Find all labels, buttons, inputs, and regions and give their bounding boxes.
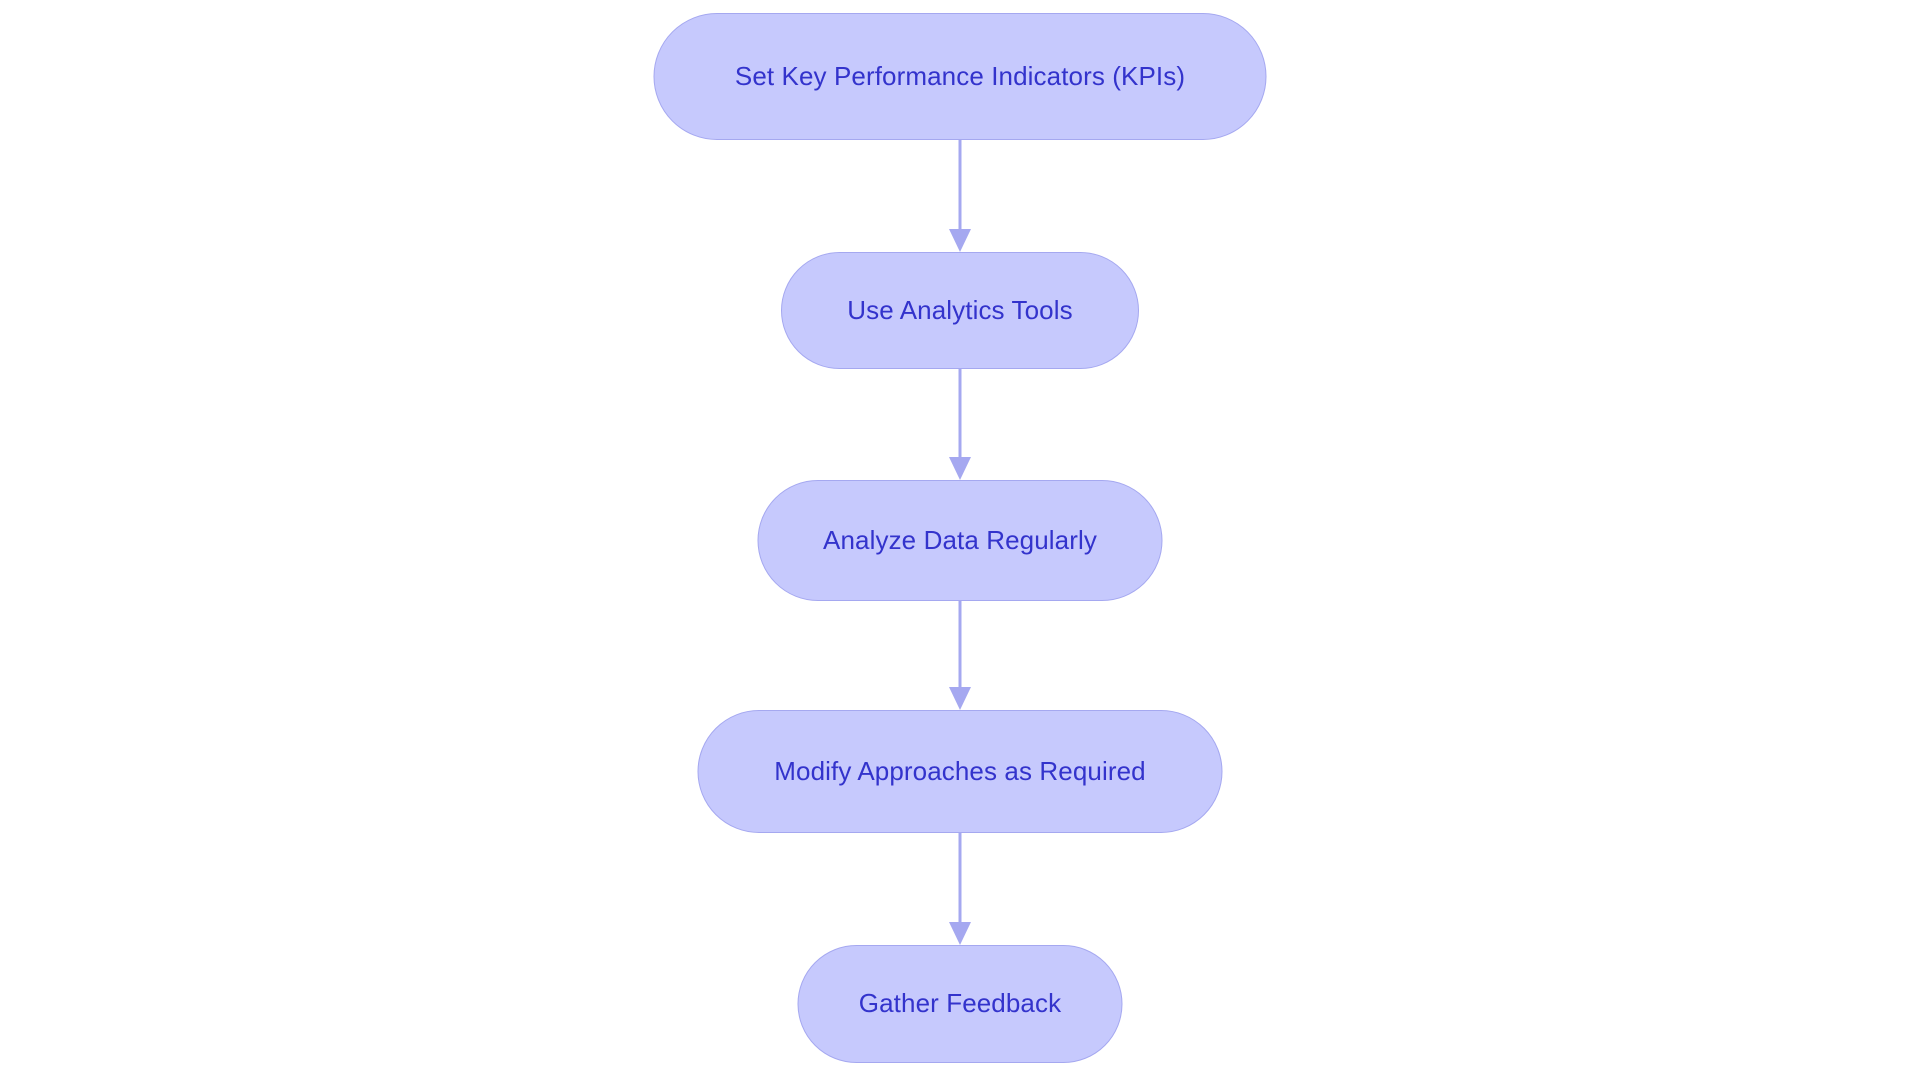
flow-node-kpis[interactable]: Set Key Performance Indicators (KPIs) xyxy=(653,13,1267,140)
flow-node-label: Modify Approaches as Required xyxy=(774,755,1146,786)
flow-edge-modify-to-feedback xyxy=(940,833,980,945)
flow-node-label: Set Key Performance Indicators (KPIs) xyxy=(734,60,1186,91)
flow-edge-analyze-to-modify xyxy=(940,601,980,710)
flow-node-analytics[interactable]: Use Analytics Tools xyxy=(781,252,1139,369)
flow-node-label: Analyze Data Regularly xyxy=(823,524,1097,555)
flow-node-analyze[interactable]: Analyze Data Regularly xyxy=(757,480,1163,601)
arrow-down-icon xyxy=(949,140,971,252)
arrow-down-icon xyxy=(949,833,971,945)
arrow-down-icon xyxy=(949,369,971,480)
flow-node-label: Use Analytics Tools xyxy=(847,294,1073,325)
flow-edge-analytics-to-analyze xyxy=(940,369,980,480)
flow-edge-kpis-to-analytics xyxy=(940,140,980,252)
arrow-down-icon xyxy=(949,601,971,710)
flow-node-label: Gather Feedback xyxy=(858,988,1062,1019)
flow-node-modify[interactable]: Modify Approaches as Required xyxy=(697,710,1223,833)
flow-node-feedback[interactable]: Gather Feedback xyxy=(797,945,1123,1063)
